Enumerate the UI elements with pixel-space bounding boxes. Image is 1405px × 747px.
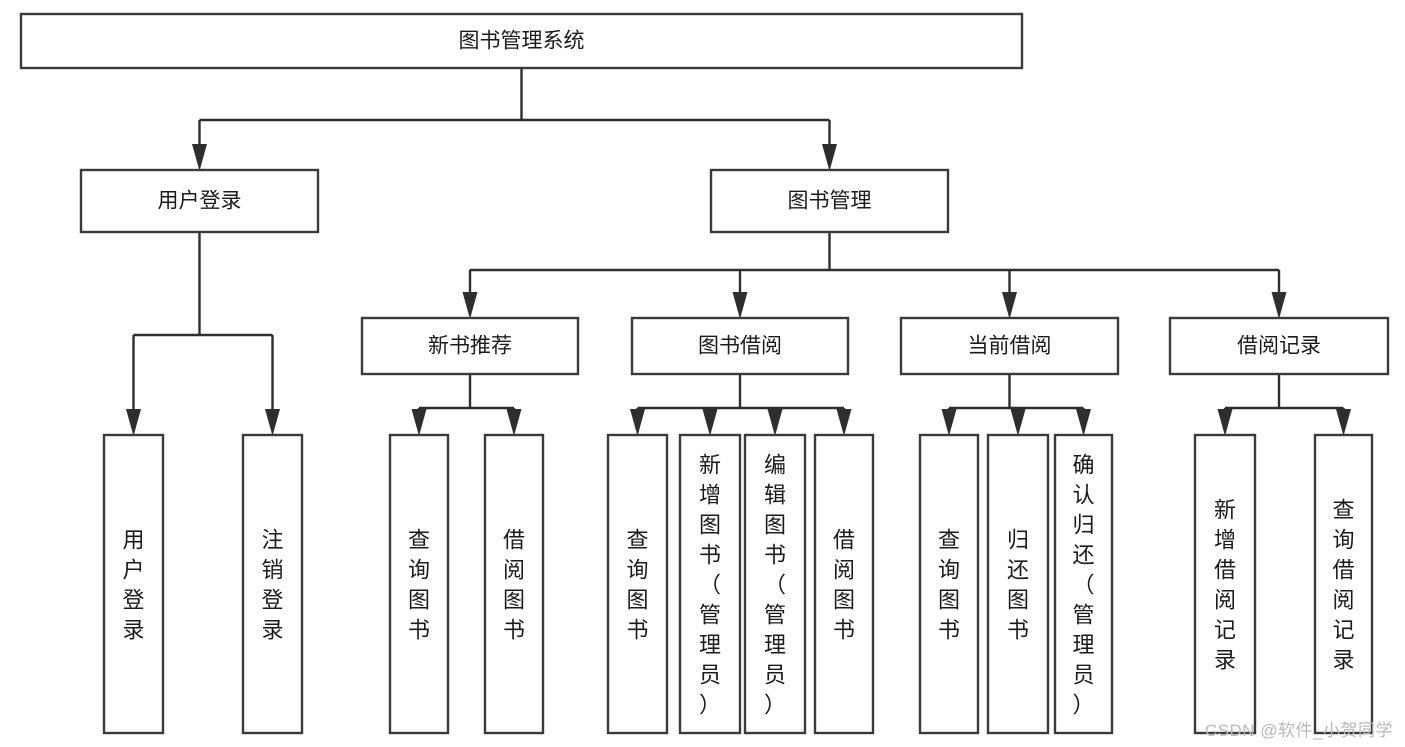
node-label: 用户登录 xyxy=(122,527,144,642)
arrow-head-icon xyxy=(767,409,783,436)
node-box xyxy=(483,433,545,735)
node-box xyxy=(678,433,742,735)
arrow-head-icon xyxy=(506,409,522,436)
node-box xyxy=(1053,433,1114,735)
node-l-add-record[interactable]: 新增借阅记录 xyxy=(1193,433,1257,735)
node-label: 编辑图书（管理员） xyxy=(764,452,786,717)
node-l-logout[interactable]: 注销登录 xyxy=(241,433,304,735)
node-label: 新增借阅记录 xyxy=(1214,497,1236,672)
node-l-query-book-3[interactable]: 查询图书 xyxy=(918,433,980,735)
node-box xyxy=(630,316,850,376)
node-label: 图书借阅 xyxy=(698,335,782,358)
arrow-head-icon xyxy=(411,409,427,436)
node-box xyxy=(709,168,950,234)
node-label: 借阅记录 xyxy=(1237,335,1321,358)
arrow-head-icon xyxy=(941,409,957,436)
node-label: 图书管理 xyxy=(788,190,872,213)
node-box xyxy=(360,316,580,376)
node-root[interactable]: 图书管理系统 xyxy=(19,12,1024,70)
arrow-head-icon xyxy=(702,409,718,436)
node-box xyxy=(19,12,1024,70)
node-label: 查询图书 xyxy=(626,527,648,642)
node-box xyxy=(899,316,1120,376)
node-label: 图书管理系统 xyxy=(459,30,585,53)
node-layer: 图书管理系统用户登录图书管理新书推荐图书借阅当前借阅借阅记录用户登录注销登录查询… xyxy=(19,12,1390,735)
arrow-head-icon xyxy=(822,144,837,171)
node-label: 借阅图书 xyxy=(503,527,525,642)
node-box xyxy=(102,433,165,735)
arrow-head-icon xyxy=(1010,409,1026,436)
arrow-head-icon xyxy=(1336,409,1351,436)
node-label: 查询借阅记录 xyxy=(1332,497,1354,672)
node-box xyxy=(241,433,304,735)
node-l-confirm-return[interactable]: 确认归还（管理员） xyxy=(1053,433,1114,735)
arrow-head-icon xyxy=(462,292,478,319)
arrow-head-icon xyxy=(192,144,207,171)
node-box xyxy=(1313,433,1374,735)
node-n-record[interactable]: 借阅记录 xyxy=(1168,316,1390,376)
arrow-head-icon xyxy=(1271,292,1287,319)
node-label: 新书推荐 xyxy=(428,335,512,358)
node-box xyxy=(388,433,450,735)
node-box xyxy=(986,433,1050,735)
node-label: 当前借阅 xyxy=(968,335,1052,358)
arrow-head-icon xyxy=(1002,292,1017,319)
node-label: 查询图书 xyxy=(408,527,430,642)
node-label: 确认归还（管理员） xyxy=(1072,452,1094,717)
node-n-user-login[interactable]: 用户登录 xyxy=(79,168,320,234)
node-n-book-manage[interactable]: 图书管理 xyxy=(709,168,950,234)
arrow-head-icon xyxy=(630,409,645,436)
node-l-edit-book[interactable]: 编辑图书（管理员） xyxy=(743,433,807,735)
node-l-query-book-1[interactable]: 查询图书 xyxy=(388,433,450,735)
node-n-new-book[interactable]: 新书推荐 xyxy=(360,316,580,376)
arrow-head-icon xyxy=(836,409,852,436)
node-box xyxy=(79,168,320,234)
connector-layer xyxy=(126,68,1351,436)
arrow-head-icon xyxy=(126,409,141,436)
arrow-head-icon xyxy=(732,292,748,319)
node-box xyxy=(813,433,875,735)
arrow-head-icon xyxy=(265,409,280,436)
node-label: 新增图书（管理员） xyxy=(699,452,721,717)
node-l-borrow-book-2[interactable]: 借阅图书 xyxy=(813,433,875,735)
node-l-return-book[interactable]: 归还图书 xyxy=(986,433,1050,735)
node-n-current[interactable]: 当前借阅 xyxy=(899,316,1120,376)
node-l-borrow-book-1[interactable]: 借阅图书 xyxy=(483,433,545,735)
node-label: 用户登录 xyxy=(158,190,242,213)
node-label: 注销登录 xyxy=(261,527,283,642)
node-l-add-book[interactable]: 新增图书（管理员） xyxy=(678,433,742,735)
node-label: 归还图书 xyxy=(1007,527,1029,642)
node-label: 查询图书 xyxy=(938,527,960,642)
node-box xyxy=(1193,433,1257,735)
node-box xyxy=(1168,316,1390,376)
arrow-head-icon xyxy=(1076,409,1091,436)
node-l-query-record[interactable]: 查询借阅记录 xyxy=(1313,433,1374,735)
node-label: 借阅图书 xyxy=(833,527,855,642)
node-box xyxy=(606,433,669,735)
arrow-head-icon xyxy=(1217,409,1233,436)
node-box xyxy=(918,433,980,735)
node-box xyxy=(743,433,807,735)
node-l-query-book-2[interactable]: 查询图书 xyxy=(606,433,669,735)
node-l-user-login[interactable]: 用户登录 xyxy=(102,433,165,735)
node-n-borrow[interactable]: 图书借阅 xyxy=(630,316,850,376)
